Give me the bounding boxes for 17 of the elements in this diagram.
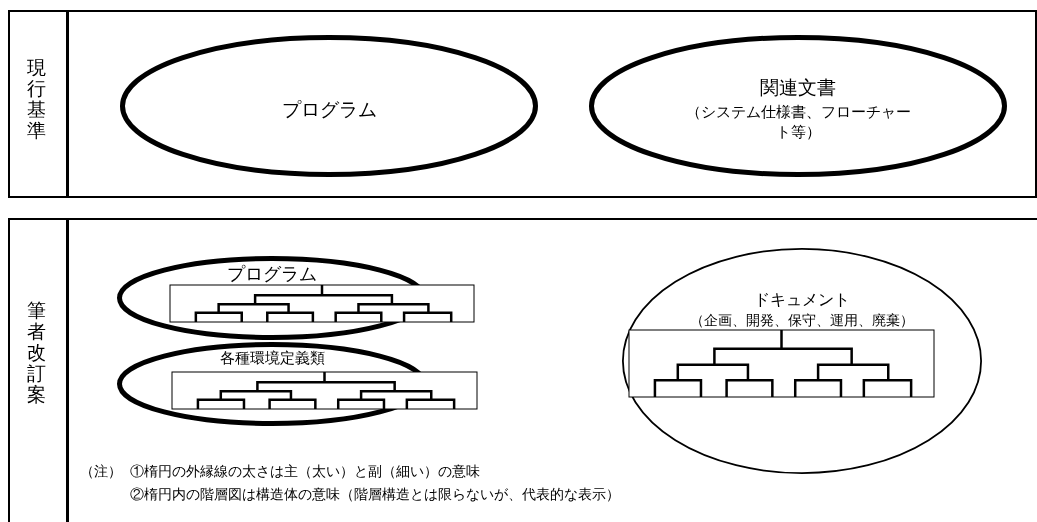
node-subtitle: （企画、開発、保守、運用、廃棄） (689, 311, 915, 330)
ellipse-node (589, 35, 1007, 177)
node-title: ドキュメント (753, 290, 851, 311)
row-panel (8, 218, 1037, 522)
note-text: ②楕円内の階層図は構造体の意味（階層構造とは限らないが、代表的な表示） (130, 486, 620, 504)
node-title: プログラム (226, 262, 318, 286)
node-title: 関連文書 (759, 75, 837, 100)
row-heading: 筆者改訂案 (27, 300, 46, 405)
row-panel (8, 10, 1037, 198)
node-title: 各種環境定義類 (218, 349, 326, 369)
node-subtitle: （システム仕様書、フローチャート等） (684, 103, 912, 142)
ellipse-node (622, 248, 982, 474)
note-marker: （注） (80, 463, 122, 481)
ellipse-node (120, 35, 538, 177)
note-text: ①楕円の外縁線の太さは主（太い）と副（細い）の意味 (130, 463, 480, 481)
node-title: プログラム (280, 97, 378, 122)
row-heading: 現行基準 (27, 57, 46, 141)
